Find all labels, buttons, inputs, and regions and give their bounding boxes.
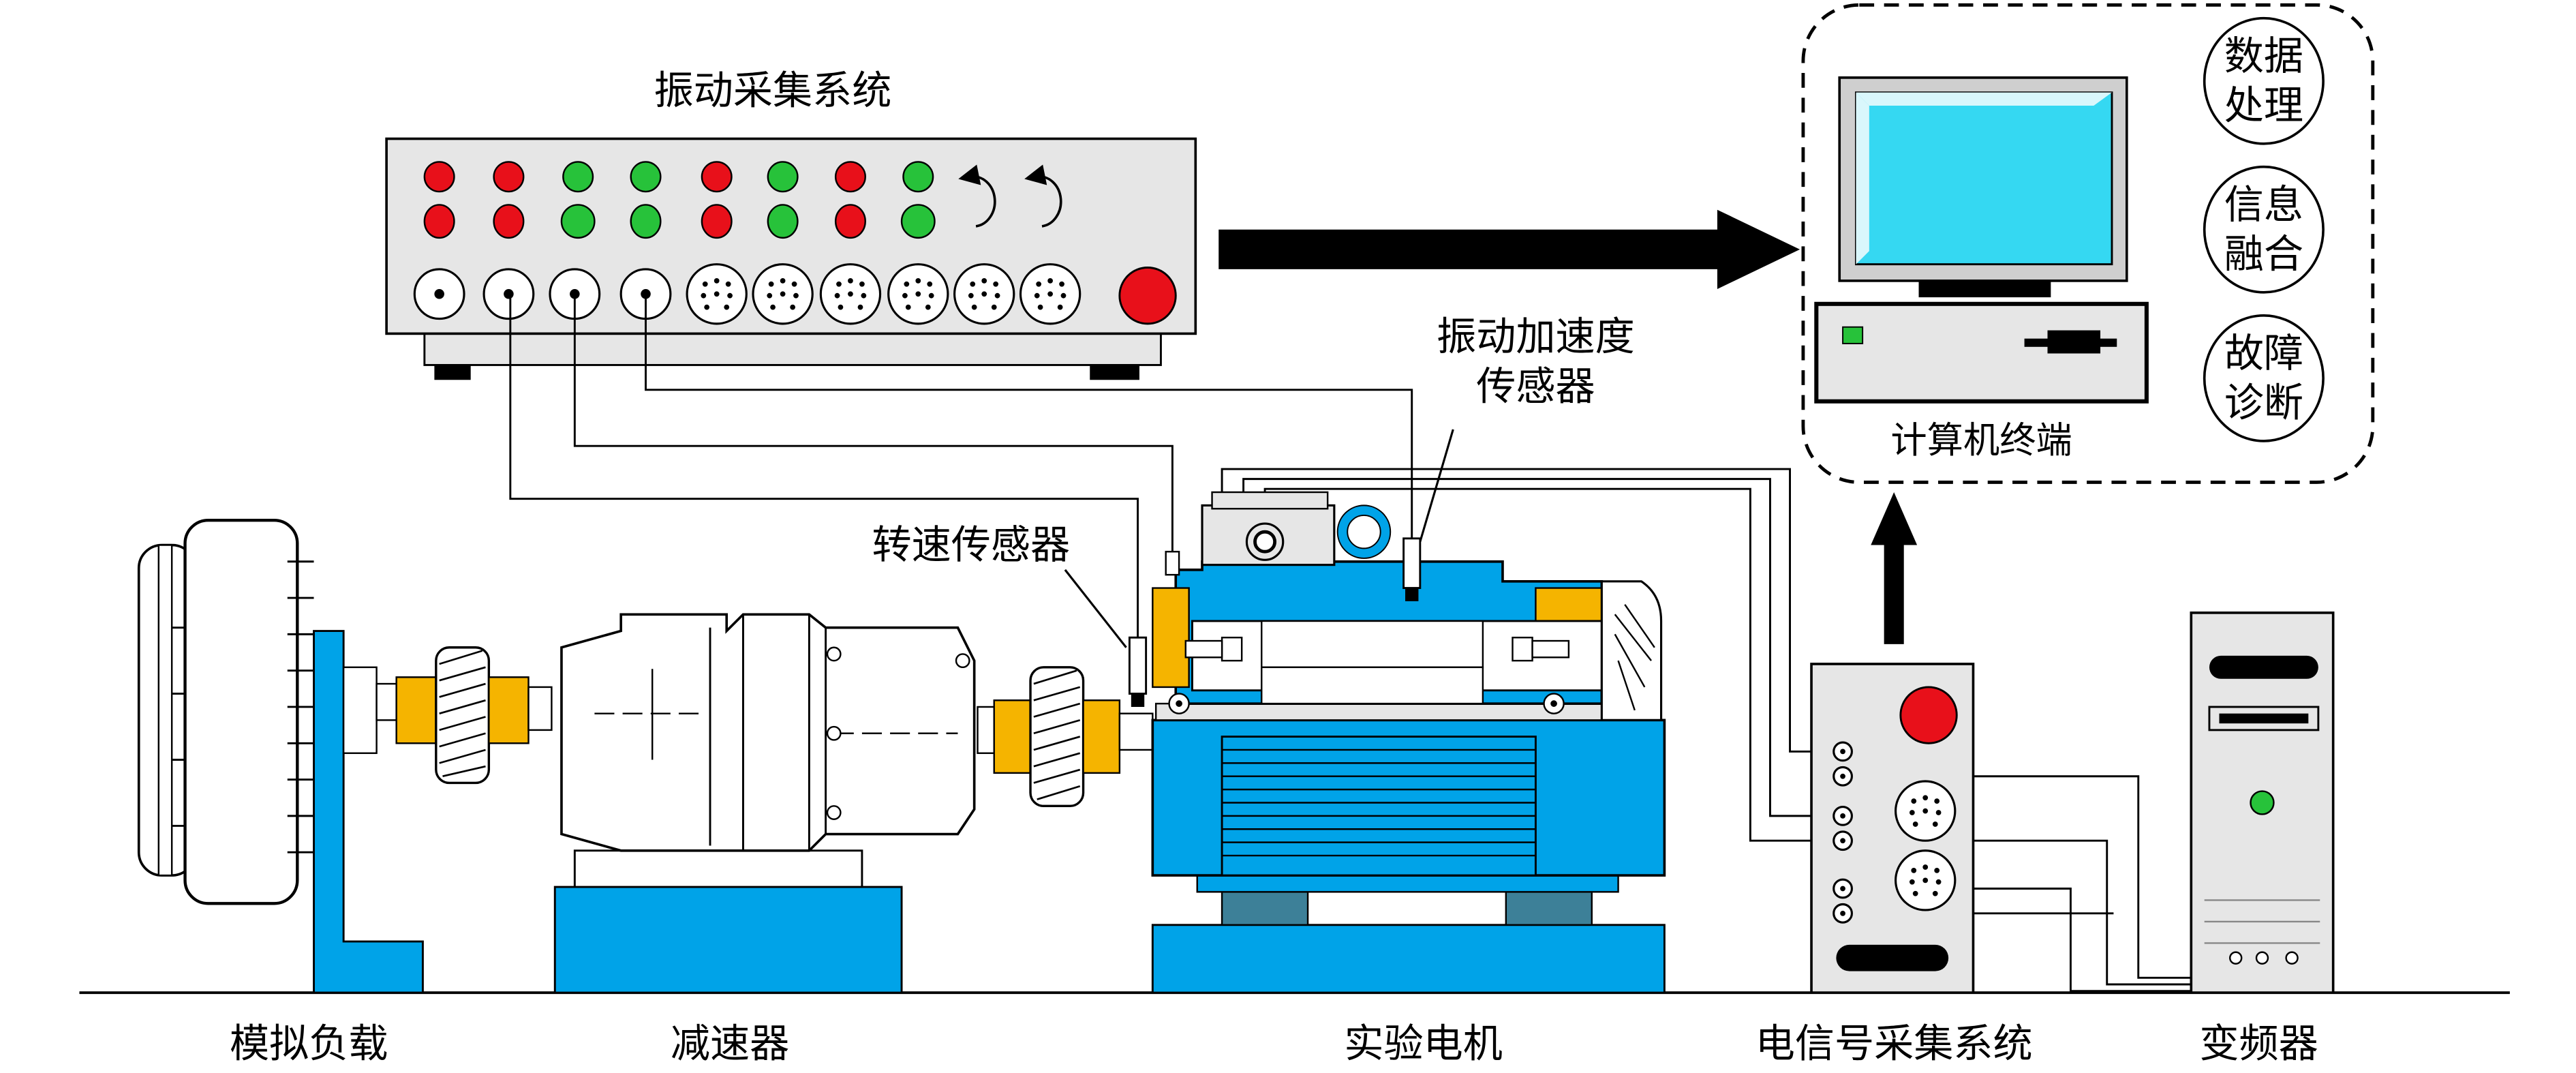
- computer-icon: [1814, 76, 2149, 404]
- indicator-leds: [423, 161, 936, 239]
- led-indicator: [902, 161, 934, 193]
- vibration-daq-box: [385, 137, 1197, 380]
- coupling-right: [977, 666, 1154, 808]
- power-button: [1899, 686, 1958, 744]
- elec-daq-label: 电信号采集系统: [1755, 1021, 2033, 1067]
- function-bubble-data-processing: 数据 处理: [2203, 16, 2325, 145]
- speed-sensor: [1064, 569, 1148, 707]
- led-indicator: [834, 161, 866, 193]
- led-indicator: [701, 161, 733, 193]
- function-line2: 处理: [2224, 82, 2303, 128]
- rotate-ccw-icon: [958, 164, 996, 228]
- function-line2: 融合: [2224, 231, 2303, 277]
- led-indicator: [767, 204, 799, 239]
- led-indicator: [423, 161, 455, 193]
- accel-sensor-label-line1: 振动加速度: [1437, 314, 1635, 360]
- vibration-accel-sensor: [1402, 429, 1454, 601]
- function-bubble-information-fusion: 信息 融合: [2203, 165, 2325, 294]
- power-button: [1118, 267, 1177, 325]
- function-line1: 数据: [2224, 33, 2303, 79]
- daq-title: 振动采集系统: [654, 67, 892, 114]
- led-indicator: [493, 204, 525, 239]
- led-indicator: [493, 161, 525, 193]
- computer-terminal-group: [1801, 3, 2375, 484]
- elec-ports: [1833, 741, 1957, 924]
- daq-connectors: [413, 263, 1082, 325]
- led-indicator: [562, 161, 594, 193]
- motor-label: 实验电机: [1344, 1021, 1503, 1067]
- led-indicator: [630, 161, 662, 193]
- motor: [1151, 491, 1666, 994]
- coupling-left: [375, 646, 553, 785]
- function-line1: 信息: [2224, 181, 2303, 228]
- reducer-label: 减速器: [671, 1021, 789, 1067]
- speed-sensor-label: 转速传感器: [872, 522, 1070, 568]
- function-line1: 故障: [2224, 330, 2303, 376]
- led-indicator: [900, 204, 936, 239]
- load-label: 模拟负载: [230, 1021, 388, 1067]
- reducer: [553, 613, 976, 994]
- simulated-load: [137, 519, 424, 994]
- led-indicator: [701, 204, 733, 239]
- electrical-daq-box: [1810, 663, 1975, 994]
- function-bubble-fault-diagnosis: 故障 诊断: [2203, 314, 2325, 442]
- led-indicator: [834, 204, 866, 239]
- computer-label: 计算机终端: [1890, 419, 2072, 462]
- data-flow-arrow: [1218, 209, 1800, 289]
- rotate-ccw-icon: [1024, 164, 1062, 228]
- led-indicator: [630, 204, 662, 239]
- function-line2: 诊断: [2224, 380, 2303, 426]
- led-indicator: [423, 204, 455, 239]
- upload-arrow: [1871, 492, 1918, 644]
- led-indicator: [560, 204, 596, 239]
- inverter-tower: [2190, 611, 2335, 994]
- accel-sensor-label-line2: 传感器: [1476, 363, 1595, 409]
- inverter-label: 变频器: [2199, 1021, 2318, 1067]
- led-indicator: [767, 161, 799, 193]
